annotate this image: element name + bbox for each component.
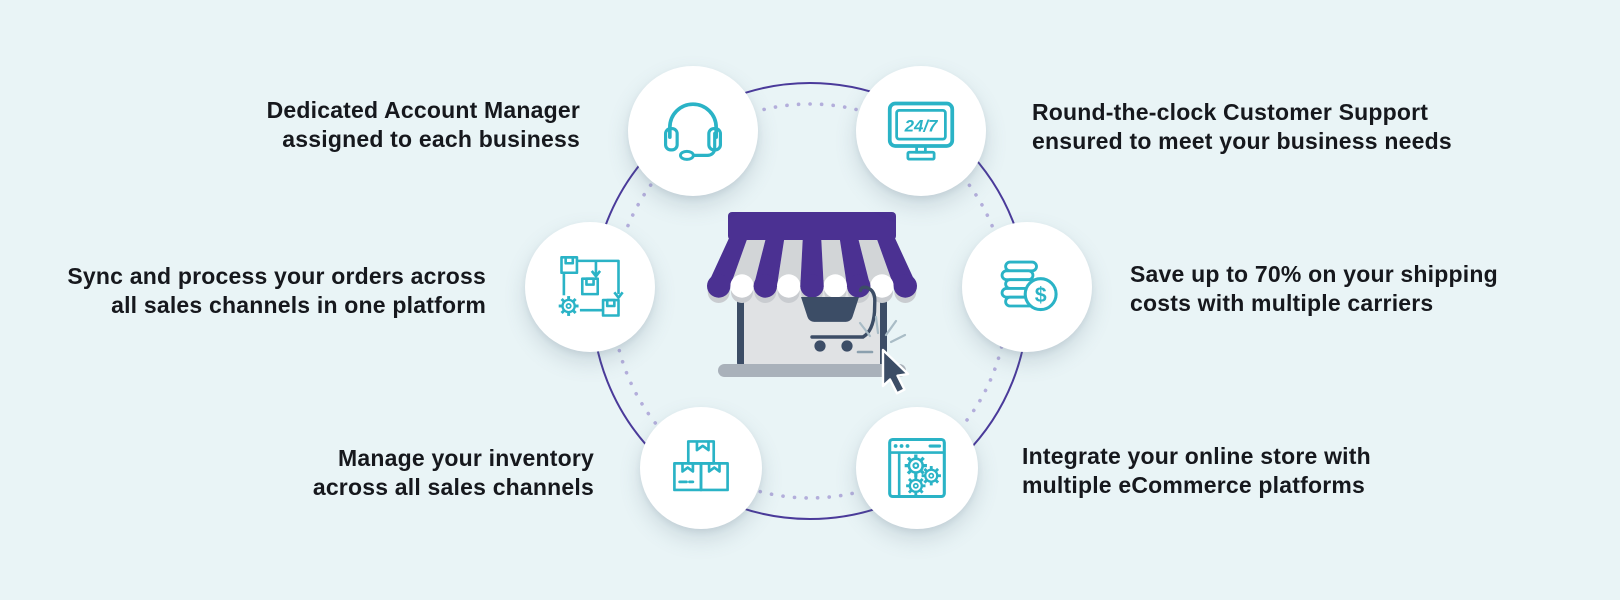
feature-label-shipping-savings: Save up to 70% on your shipping costs wi…	[1130, 260, 1498, 318]
feature-label-line: Integrate your online store with	[1022, 443, 1371, 469]
feature-label-account-manager: Dedicated Account Manager assigned to ea…	[267, 96, 580, 154]
feature-label-integrations: Integrate your online store with multipl…	[1022, 442, 1371, 500]
feature-label-line: Round-the-clock Customer Support	[1032, 99, 1429, 125]
feature-label-line: across all sales channels	[312, 474, 594, 500]
awning-top-bar	[728, 212, 896, 240]
feature-bubble-order-sync	[525, 222, 655, 352]
click-burst	[856, 315, 907, 354]
feature-bubble-customer-support: 24/7	[856, 66, 986, 196]
feature-bubble-integrations	[856, 407, 978, 529]
feature-label-line: costs with multiple carriers	[1130, 290, 1434, 316]
monitor-24-7-icon: 24/7	[887, 101, 955, 161]
feature-label-line: ensured to meet your business needs	[1032, 128, 1452, 154]
feature-label-line: assigned to each business	[282, 126, 580, 152]
inventory-boxes-icon	[673, 440, 729, 492]
shopping-cart-icon	[801, 285, 877, 352]
order-sync-icon	[557, 256, 624, 318]
browser-gears-icon	[888, 437, 946, 499]
feature-bubble-shipping-savings: $	[962, 222, 1092, 352]
feature-bubble-account-manager	[628, 66, 758, 196]
coins-dollar-icon: $	[1000, 260, 1058, 312]
dollar-sign-label: $	[1035, 283, 1047, 307]
feature-label-customer-support: Round-the-clock Customer Support ensured…	[1032, 98, 1452, 156]
monitor-24-7-label: 24/7	[904, 117, 939, 136]
feature-bubble-inventory	[640, 407, 762, 529]
laptop-base	[718, 364, 906, 377]
store-awning	[707, 212, 917, 298]
feature-label-inventory: Manage your inventory across all sales c…	[313, 444, 594, 502]
feature-label-order-sync: Sync and process your orders across all …	[67, 262, 486, 320]
feature-label-line: Manage your inventory	[338, 445, 594, 471]
feature-label-line: multiple eCommerce platforms	[1022, 472, 1366, 498]
feature-label-line: Save up to 70% on your shipping	[1130, 261, 1498, 287]
headset-icon	[663, 102, 723, 161]
feature-label-line: Dedicated Account Manager	[266, 97, 580, 123]
online-store-illustration	[707, 212, 917, 395]
feature-label-line: all sales channels in one platform	[111, 292, 486, 318]
feature-label-line: Sync and process your orders across	[67, 263, 486, 289]
cursor-arrow-icon	[881, 348, 910, 395]
